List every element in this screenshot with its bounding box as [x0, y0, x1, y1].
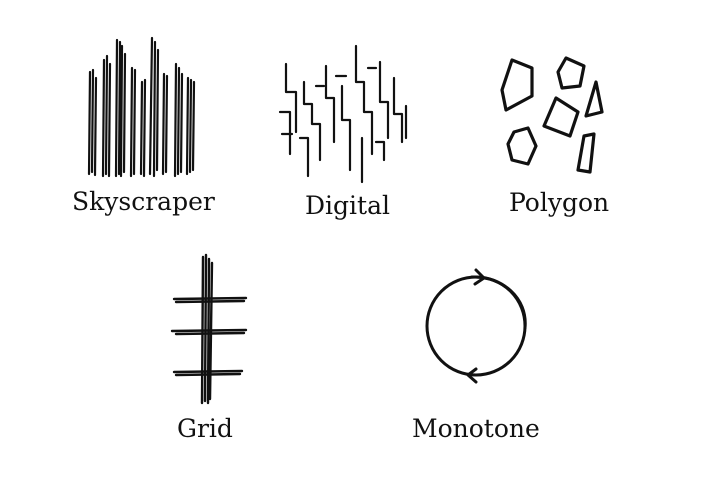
skyscraper-sketch-icon: [87, 36, 196, 178]
monotone-circle-sketch-icon: [425, 268, 527, 384]
polygon-label: Polygon: [509, 188, 610, 217]
grid-sketch-icon: [170, 253, 248, 405]
digital-sketch-icon: [278, 44, 408, 184]
monotone-label: Monotone: [412, 414, 540, 443]
skyscraper-label: Skyscraper: [72, 187, 215, 216]
polygon-sketch-icon: [500, 56, 604, 174]
digital-label: Digital: [305, 191, 390, 220]
grid-label: Grid: [177, 414, 233, 443]
